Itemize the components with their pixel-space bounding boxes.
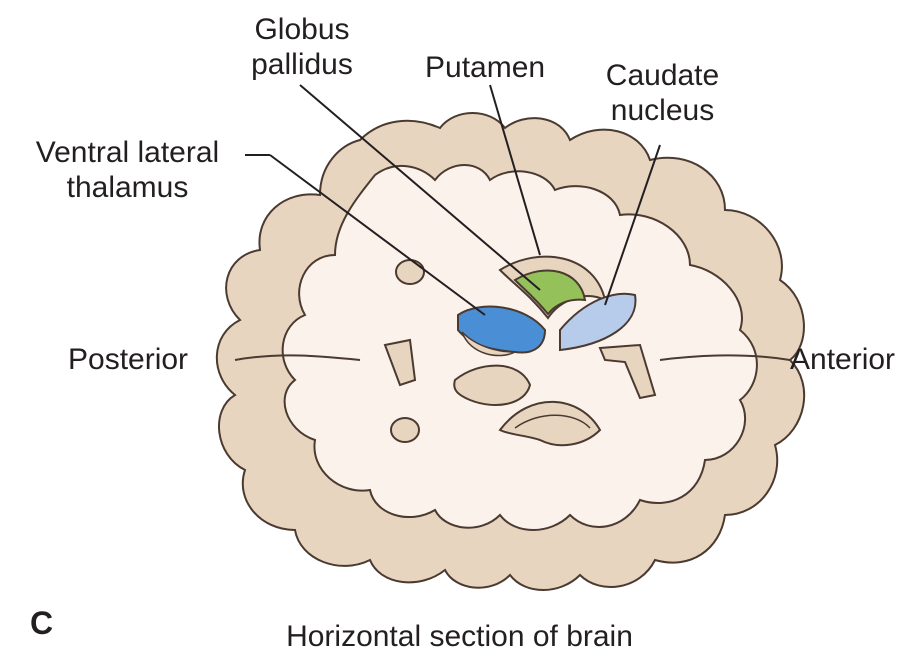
label-caudate-nucleus-line2: nucleus <box>585 93 740 128</box>
label-globus-pallidus: Globus pallidus <box>232 12 372 82</box>
figure-caption: Horizontal section of brain <box>0 620 919 654</box>
label-caudate-nucleus: Caudate nucleus <box>585 58 740 128</box>
label-caudate-nucleus-line1: Caudate <box>585 58 740 93</box>
label-putamen: Putamen <box>425 50 545 85</box>
label-globus-pallidus-line2: pallidus <box>232 47 372 82</box>
label-ventral-lateral-thalamus: Ventral lateral thalamus <box>10 135 245 205</box>
label-posterior: Posterior <box>68 342 188 377</box>
label-globus-pallidus-line1: Globus <box>232 12 372 47</box>
label-ventral-lateral-thalamus-line2: thalamus <box>10 170 245 205</box>
island <box>391 418 419 442</box>
island <box>396 260 424 284</box>
label-anterior: Anterior <box>790 342 895 377</box>
label-ventral-lateral-thalamus-line1: Ventral lateral <box>10 135 245 170</box>
